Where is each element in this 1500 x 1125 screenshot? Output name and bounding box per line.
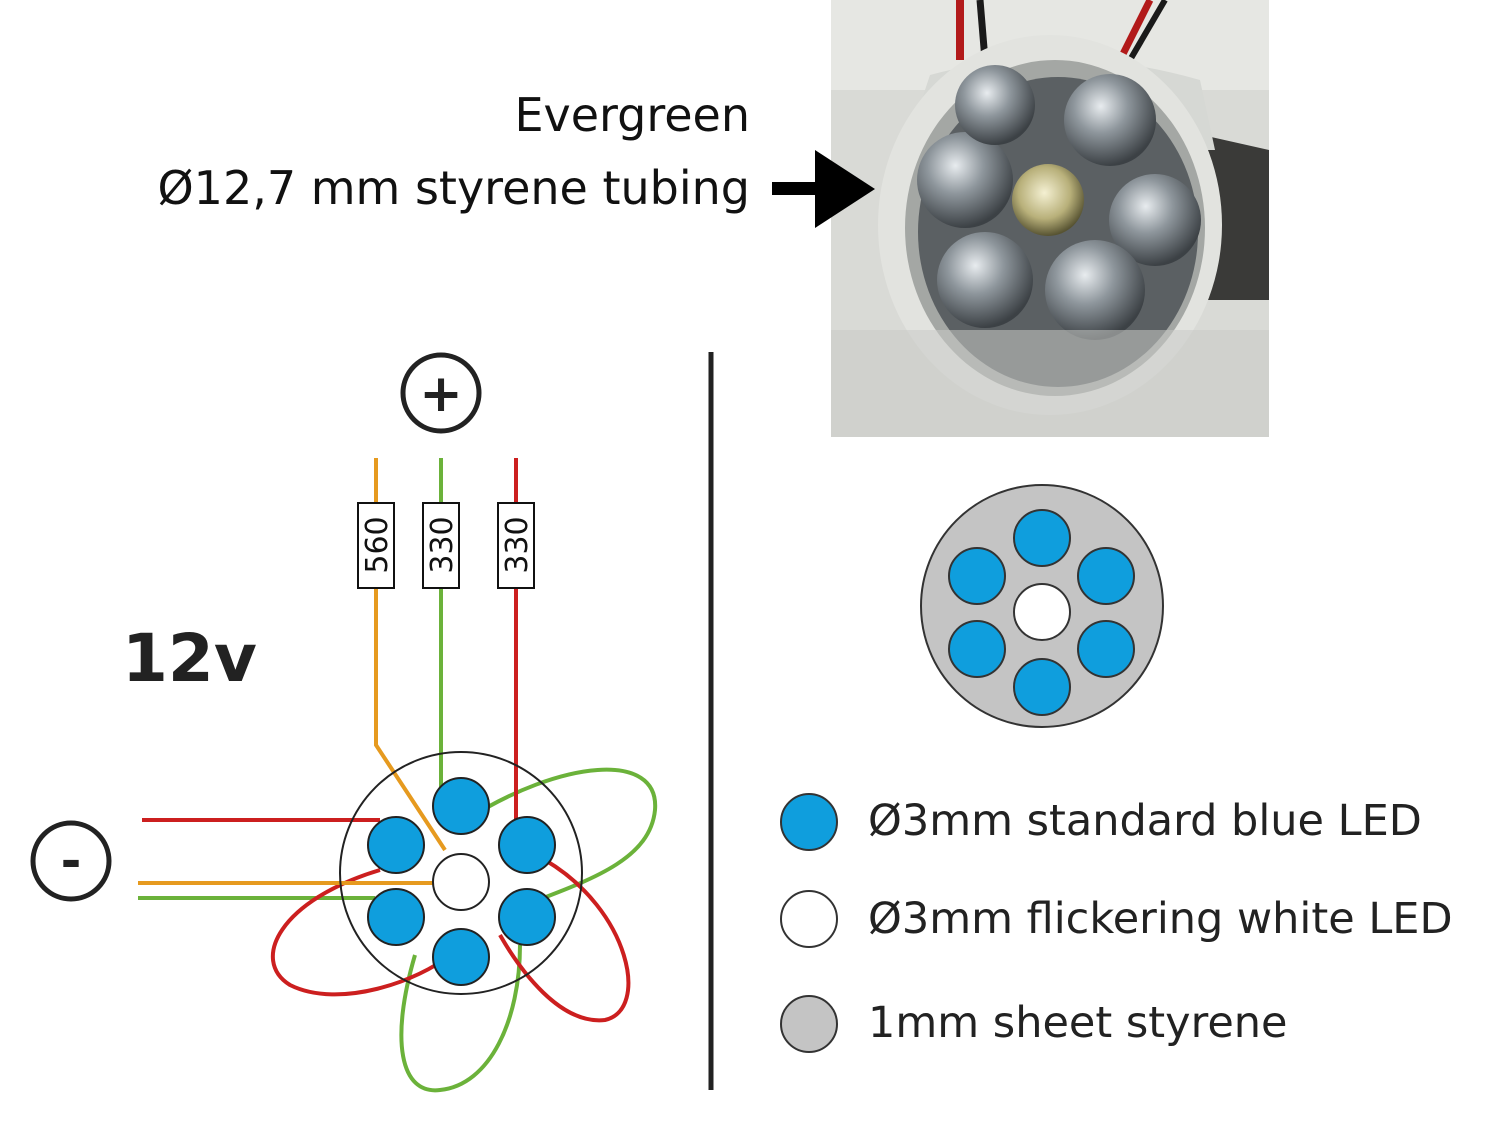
schematic-blue-led (432, 777, 490, 835)
voltage-label: 12v (122, 620, 257, 697)
disc-blue-led (1077, 620, 1135, 678)
disc-blue-led (1013, 658, 1071, 716)
legend-swatches (780, 793, 838, 1053)
svg-text:330: 330 (500, 516, 535, 573)
legend-swatch-styrene (780, 995, 838, 1053)
disc-blue-led (1013, 509, 1071, 567)
resistor-3: 330 (497, 502, 535, 589)
orange-supply-wire (374, 458, 447, 852)
red-led-loop-left (270, 868, 452, 997)
svg-text:+: + (419, 364, 463, 424)
svg-text:330: 330 (425, 516, 460, 573)
wiring (138, 458, 658, 1093)
svg-text:560: 560 (360, 516, 395, 573)
pointer-arrow (772, 150, 875, 228)
led-cluster-photo (831, 0, 1269, 437)
resistor-2: 330 (422, 502, 460, 589)
svg-text:-: - (61, 832, 82, 890)
disc-blue-led (948, 547, 1006, 605)
positive-terminal-icon: + (400, 352, 482, 434)
legend-label-styrene: 1mm sheet styrene (868, 998, 1288, 1048)
photo-caption-line1: Evergreen (514, 88, 750, 142)
negative-terminal-icon: - (30, 820, 112, 902)
green-led-loop-lower (399, 944, 522, 1093)
photo-caption-line2: Ø12,7 mm styrene tubing (157, 161, 750, 215)
schematic-blue-led (432, 928, 490, 986)
legend-swatch-blue-led (780, 793, 838, 851)
schematic-blue-led (367, 888, 425, 946)
green-led-loop-upper (464, 767, 658, 907)
disc-center-hole (1013, 583, 1071, 641)
resistor-1: 560 (357, 502, 395, 589)
disc-blue-led (1077, 547, 1135, 605)
legend-label-blue-led: Ø3mm standard blue LED (868, 796, 1422, 846)
schematic-blue-led (498, 816, 556, 874)
schematic-blue-led (367, 816, 425, 874)
schematic-white-led (432, 853, 490, 911)
schematic-blue-led (498, 888, 556, 946)
styrene-disc-topview (920, 484, 1164, 728)
disc-blue-led (948, 620, 1006, 678)
schematic-led-board (339, 751, 583, 995)
legend-swatch-white-led (780, 890, 838, 948)
legend-label-white-led: Ø3mm flickering white LED (868, 894, 1453, 944)
